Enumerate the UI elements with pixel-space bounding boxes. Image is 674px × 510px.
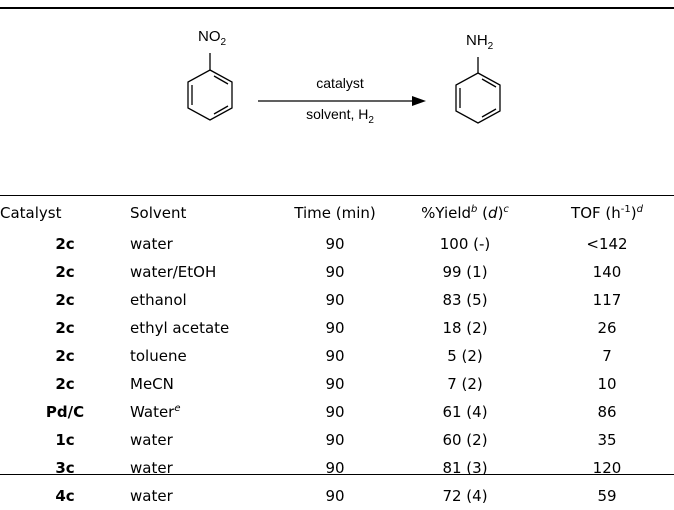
cell-tof: 86 (597, 403, 617, 421)
nitrobenzene-structure (187, 53, 233, 121)
top-rule (0, 7, 674, 9)
table-row: 1c water 90 60 (2) 35 (0, 426, 674, 454)
cell-solvent: water (130, 230, 280, 258)
solvent-text: water (130, 431, 173, 449)
cell-yield: 83 (5) (442, 291, 488, 309)
header-time: Time (min) (294, 204, 376, 222)
cell-time: 90 (325, 347, 345, 365)
header-solvent: Solvent (130, 204, 187, 222)
solvent-text: water/EtOH (130, 263, 217, 281)
cell-solvent: ethanol (130, 286, 280, 314)
cell-solvent: water (130, 426, 280, 454)
cell-time: 90 (325, 263, 345, 281)
solvent-text: Water (130, 403, 175, 421)
reaction-arrow (258, 96, 426, 106)
cell-catalyst: 2c (55, 347, 75, 365)
header-rule (0, 195, 674, 196)
cell-tof: <142 (586, 235, 628, 253)
solvent-text: water (130, 487, 173, 505)
cell-yield: 81 (3) (442, 459, 488, 477)
cell-time: 90 (325, 375, 345, 393)
cell-yield: 72 (4) (442, 487, 488, 505)
cell-tof: 10 (597, 375, 617, 393)
table-row: 4c water 90 72 (4) 59 (0, 482, 674, 510)
cell-time: 90 (325, 291, 345, 309)
cell-catalyst: 3c (55, 459, 75, 477)
cell-tof: 26 (597, 319, 617, 337)
table-row: 2c water/EtOH 90 99 (1) 140 (0, 258, 674, 286)
cell-yield: 61 (4) (442, 403, 488, 421)
cell-catalyst: 2c (55, 375, 75, 393)
cell-solvent: toluene (130, 342, 280, 370)
cell-solvent: Watere (130, 403, 181, 421)
table-row: 2c toluene 90 5 (2) 7 (0, 342, 674, 370)
cell-time: 90 (325, 235, 345, 253)
table-row: 3c water 90 81 (3) 120 (0, 454, 674, 482)
cell-solvent: water/EtOH (130, 258, 280, 286)
arrow-label-catalyst: catalyst (316, 75, 364, 91)
solvent-text: water (130, 235, 173, 253)
reaction-scheme: NO2 NH2 catalyst solvent, H2 (0, 10, 674, 194)
table-row: Pd/C Watere 90 61 (4) 86 (0, 398, 674, 426)
solvent-text: ethanol (130, 291, 187, 309)
cell-solvent: ethyl acetate (130, 314, 280, 342)
table-row: 2c ethanol 90 83 (5) 117 (0, 286, 674, 314)
cell-time: 90 (325, 319, 345, 337)
cell-tof: 35 (597, 431, 617, 449)
cell-tof: 59 (597, 487, 617, 505)
benzene-rings-and-arrow (187, 53, 501, 124)
table-header-row: Catalyst Solvent Time (min) %Yieldb (d)c… (0, 196, 674, 230)
cell-tof: 140 (592, 263, 622, 281)
amine-group-label: NH2 (466, 32, 494, 52)
nitro-group-label: NO2 (198, 28, 227, 48)
cell-solvent: water (130, 482, 280, 510)
aniline-structure (455, 57, 501, 124)
cell-catalyst: 2c (55, 291, 75, 309)
solvent-text: water (130, 459, 173, 477)
arrow-label-conditions: solvent, H2 (306, 106, 374, 126)
cell-yield: 99 (1) (442, 263, 488, 281)
header-tof: TOF (h-1)d (571, 204, 643, 222)
cell-solvent: water (130, 454, 280, 482)
table-row: 2c water 90 100 (-) <142 (0, 230, 674, 258)
cell-tof: 120 (592, 459, 622, 477)
cell-solvent: MeCN (130, 370, 280, 398)
cell-yield: 7 (2) (447, 375, 483, 393)
cell-catalyst: 4c (55, 487, 75, 505)
cell-yield: 18 (2) (442, 319, 488, 337)
cell-yield: 60 (2) (442, 431, 488, 449)
solvent-text: MeCN (130, 375, 174, 393)
table-row: 2c ethyl acetate 90 18 (2) 26 (0, 314, 674, 342)
cell-tof: 117 (592, 291, 622, 309)
cell-catalyst: 2c (55, 263, 75, 281)
cell-time: 90 (325, 459, 345, 477)
header-yield: %Yieldb (d)c (421, 204, 509, 222)
solvent-text: toluene (130, 347, 187, 365)
cell-catalyst: 1c (55, 431, 75, 449)
header-catalyst: Catalyst (0, 204, 62, 222)
cell-yield: 5 (2) (447, 347, 483, 365)
cell-catalyst: 2c (55, 319, 75, 337)
results-table: Catalyst Solvent Time (min) %Yieldb (d)c… (0, 196, 674, 510)
cell-catalyst: Pd/C (45, 403, 85, 421)
cell-time: 90 (325, 431, 345, 449)
solvent-text: ethyl acetate (130, 319, 230, 337)
bottom-rule (0, 474, 674, 475)
cell-catalyst: 2c (55, 235, 75, 253)
cell-time: 90 (325, 403, 345, 421)
table-row: 2c MeCN 90 7 (2) 10 (0, 370, 674, 398)
cell-yield: 100 (-) (439, 235, 491, 253)
cell-tof: 7 (602, 347, 612, 365)
cell-time: 90 (325, 487, 345, 505)
